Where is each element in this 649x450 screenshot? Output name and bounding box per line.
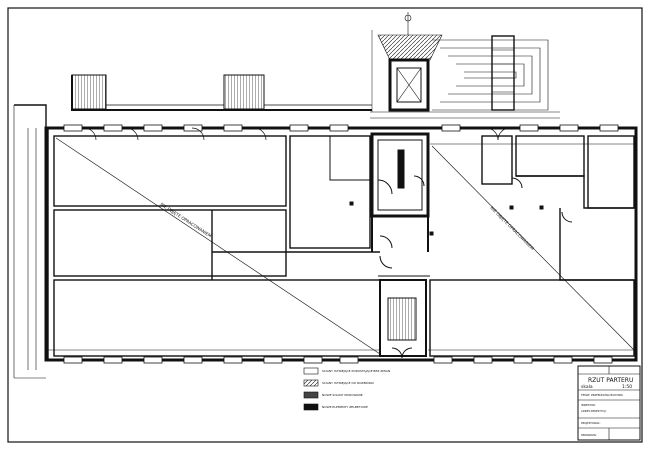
tb-line-5: SPRAWDZIŁ:	[581, 433, 597, 437]
tb-line-1: TEMAT: PRZEBUDOWA BUDYNKU	[581, 393, 623, 397]
legend-swatch-demolition	[303, 379, 319, 387]
scale-label: skala	[581, 384, 593, 390]
top-annex	[71, 12, 560, 119]
scale-value: 1:50	[622, 384, 632, 390]
legend-swatch-new-walls	[303, 391, 319, 399]
left-wing	[53, 135, 381, 357]
legend-text-new-walls: NOWE ŚCIANY MUROWANE	[322, 392, 363, 397]
stair-left	[71, 74, 107, 110]
legend-text-existing: ŚCIANY ISTNIEJĄCE POZOSTAJĄCE BEZ ZMIAN	[322, 368, 390, 373]
title-block: RZUT PARTERU skala 1:50 TEMAT: PRZEBUDOW…	[577, 365, 641, 441]
legend-swatch-concrete	[303, 403, 319, 411]
door-swings-top	[83, 127, 511, 141]
central-core	[370, 132, 430, 359]
tb-line-3: ADRES INWESTYCJI:	[581, 409, 607, 413]
tb-line-2: INWESTOR:	[581, 403, 596, 407]
drawing-title: RZUT PARTERU	[588, 377, 633, 384]
legend-swatch-existing	[303, 367, 319, 375]
windows-bottom	[63, 356, 613, 364]
scope-note-right: NIE OBJĘTE OPRACOWANIEM	[489, 205, 535, 251]
windows-top	[63, 124, 619, 132]
tb-line-4: PROJEKTOWAŁ:	[581, 421, 601, 425]
building-outline	[13, 104, 638, 379]
right-wing	[349, 135, 635, 357]
sheet-border	[7, 7, 643, 443]
stair-middle	[223, 74, 265, 110]
scope-note-left: NIE OBJĘTE OPRACOWANIEM	[159, 202, 212, 239]
legend: ŚCIANY ISTNIEJĄCE POZOSTAJĄCE BEZ ZMIAN …	[303, 367, 390, 411]
stair-core	[387, 297, 417, 341]
core-element	[397, 149, 405, 189]
right-staircase	[432, 35, 549, 111]
legend-text-concrete: NOWE ELEMENTY ŻELBETOWE	[322, 404, 368, 409]
legend-text-demolition: ŚCIANY ISTNIEJĄCE DO ROZBIÓRKI	[322, 380, 374, 385]
